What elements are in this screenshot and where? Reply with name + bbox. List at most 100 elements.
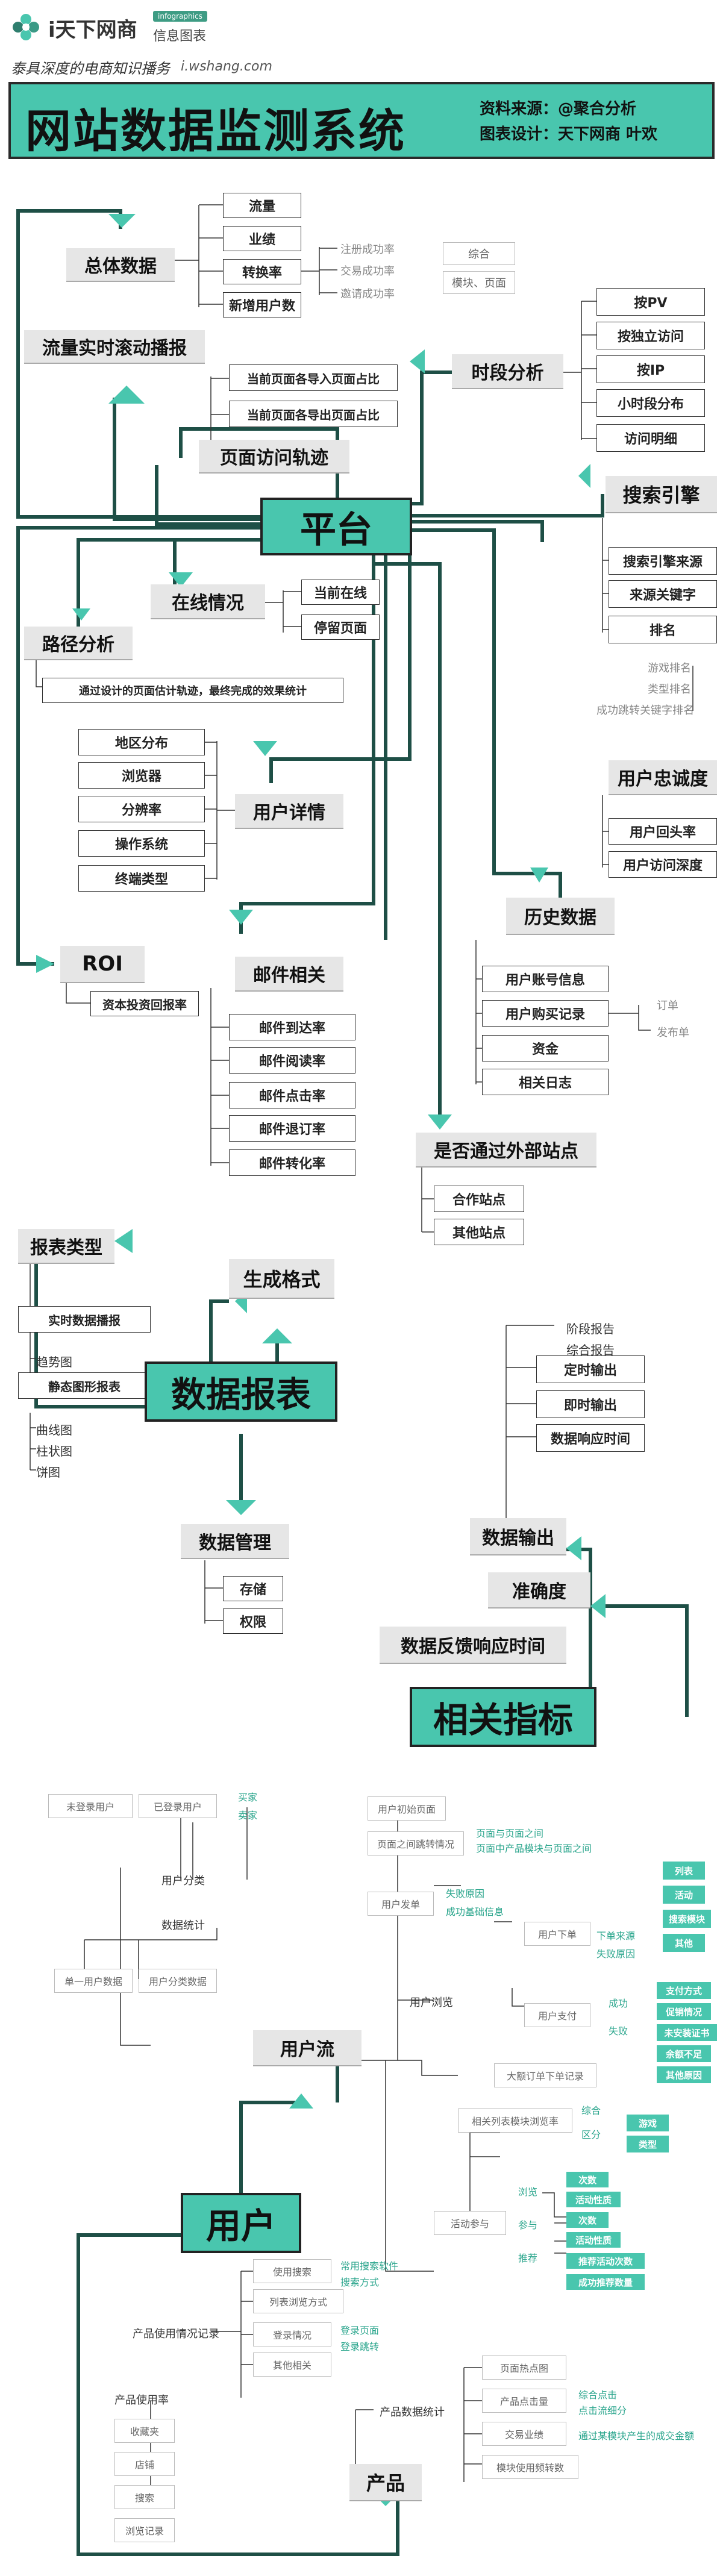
report-type-node[interactable]: 报表类型 xyxy=(18,1229,114,1264)
online-now[interactable]: 当前在线 xyxy=(301,580,380,605)
external-site-node[interactable]: 是否通过外部站点 xyxy=(416,1133,596,1168)
detail-resolution[interactable]: 分辨率 xyxy=(78,796,205,822)
jump-module-page: 页面中产品模块与页面之间 xyxy=(476,1843,592,1854)
loyalty-node[interactable]: 用户忠诚度 xyxy=(609,760,717,795)
mail-read[interactable]: 邮件阅读率 xyxy=(229,1047,355,1074)
overall-data-node[interactable]: 总体数据 xyxy=(66,248,175,282)
period-hourly[interactable]: 小时段分布 xyxy=(596,389,705,417)
period-unique[interactable]: 按独立访问 xyxy=(596,322,705,349)
search-source[interactable]: 搜索引擎来源 xyxy=(609,547,717,575)
platform-hub[interactable]: 平台 xyxy=(260,498,412,555)
unlogged-user[interactable]: 未登录用户 xyxy=(48,1794,133,1818)
period-detail[interactable]: 访问明细 xyxy=(596,424,705,452)
group-user-data[interactable]: 用户分类数据 xyxy=(139,1969,217,1993)
instant-output[interactable]: 即时输出 xyxy=(536,1390,645,1418)
single-user-data[interactable]: 单一用户数据 xyxy=(54,1969,133,1993)
conversion-item[interactable]: 转换率 xyxy=(223,259,301,284)
page-jump[interactable]: 页面之间跳转情况 xyxy=(368,1831,464,1855)
user-detail-node[interactable]: 用户详情 xyxy=(235,794,343,829)
detail-device[interactable]: 终端类型 xyxy=(78,865,205,892)
storage-item[interactable]: 存储 xyxy=(223,1576,283,1601)
format-node[interactable]: 生成格式 xyxy=(229,1259,334,1299)
mail-unsubscribe[interactable]: 邮件退订率 xyxy=(229,1115,355,1142)
online-status-node[interactable]: 在线情况 xyxy=(151,584,265,619)
list-split: 区分 xyxy=(581,2129,601,2140)
realtime-broadcast[interactable]: 实时数据播报 xyxy=(18,1306,151,1333)
data-output-node[interactable]: 数据输出 xyxy=(470,1518,566,1555)
list-module-rate[interactable]: 相关列表模块浏览率 xyxy=(458,2109,572,2133)
usage-search[interactable]: 使用搜索 xyxy=(253,2259,331,2283)
data-manage-node[interactable]: 数据管理 xyxy=(181,1524,289,1559)
list-tag-game: 游戏 xyxy=(627,2115,669,2131)
history-data-node[interactable]: 历史数据 xyxy=(506,898,615,935)
static-report[interactable]: 静态图形报表 xyxy=(18,1372,151,1399)
product-hub[interactable]: 产品 xyxy=(349,2464,422,2501)
track-export-item[interactable]: 当前页面各导出页面占比 xyxy=(229,401,398,427)
visit-depth[interactable]: 用户访问深度 xyxy=(609,851,717,878)
track-import-item[interactable]: 当前页面各导入页面占比 xyxy=(229,364,398,391)
rate-shop[interactable]: 店铺 xyxy=(114,2452,175,2476)
other-site[interactable]: 其他站点 xyxy=(434,1219,524,1245)
response-time-output[interactable]: 数据响应时间 xyxy=(536,1424,645,1452)
history-logs[interactable]: 相关日志 xyxy=(482,1069,609,1095)
seller-tag: 卖家 xyxy=(238,1810,258,1821)
product-data-stats: 产品数据统计 xyxy=(380,2406,445,2419)
detail-os[interactable]: 操作系统 xyxy=(78,830,205,857)
large-order-record[interactable]: 大额订单下单记录 xyxy=(494,2063,596,2087)
traffic-item[interactable]: 流量 xyxy=(223,193,301,218)
permission-item[interactable]: 权限 xyxy=(223,1608,283,1634)
rank-game: 游戏排名 xyxy=(648,662,691,675)
page-track-node[interactable]: 页面访问轨迹 xyxy=(199,440,349,474)
path-analysis-node[interactable]: 路径分析 xyxy=(24,627,133,660)
roi-node[interactable]: ROI xyxy=(60,946,145,983)
rate-history[interactable]: 浏览记录 xyxy=(114,2518,175,2542)
mail-click[interactable]: 邮件点击率 xyxy=(229,1082,355,1108)
history-purchase[interactable]: 用户购买记录 xyxy=(482,1000,609,1027)
user-pay[interactable]: 用户支付 xyxy=(524,2003,590,2027)
rate-favorites[interactable]: 收藏夹 xyxy=(114,2419,175,2443)
period-pv[interactable]: 按PV xyxy=(596,288,705,316)
history-account[interactable]: 用户账号信息 xyxy=(482,966,609,992)
performance-item[interactable]: 业绩 xyxy=(223,226,301,251)
pay-no-balance: 余额不足 xyxy=(657,2045,711,2062)
period-analysis-node[interactable]: 时段分析 xyxy=(452,354,563,389)
first-page[interactable]: 用户初始页面 xyxy=(368,1796,446,1821)
scheduled-output[interactable]: 定时输出 xyxy=(536,1355,645,1383)
user-flow-node[interactable]: 用户流 xyxy=(253,2030,362,2066)
feedback-time-node[interactable]: 数据反馈响应时间 xyxy=(380,1627,566,1664)
search-engine-node[interactable]: 搜索引擎 xyxy=(606,476,717,513)
scroll-broadcast-node[interactable]: 流量实时滚动播报 xyxy=(24,330,205,364)
partner-site[interactable]: 合作站点 xyxy=(434,1186,524,1212)
return-rate[interactable]: 用户回头率 xyxy=(609,818,717,845)
report-hub[interactable]: 数据报表 xyxy=(145,1361,337,1422)
history-funds[interactable]: 资金 xyxy=(482,1035,609,1061)
mail-conversion[interactable]: 邮件转化率 xyxy=(229,1149,355,1176)
usage-other[interactable]: 其他相关 xyxy=(253,2352,331,2377)
search-keyword[interactable]: 来源关键字 xyxy=(609,580,717,608)
search-rank[interactable]: 排名 xyxy=(609,616,717,643)
online-stay-page[interactable]: 停留页面 xyxy=(301,614,380,640)
usage-login[interactable]: 登录情况 xyxy=(253,2322,331,2346)
deal-performance[interactable]: 交易业绩 xyxy=(482,2422,566,2446)
usage-record: 产品使用情况记录 xyxy=(133,2328,219,2340)
product-clicks[interactable]: 产品点击量 xyxy=(482,2389,566,2413)
activity-join[interactable]: 活动参与 xyxy=(434,2211,506,2235)
roi-item[interactable]: 资本投资回报率 xyxy=(90,991,199,1016)
module-usage[interactable]: 模块使用频转数 xyxy=(482,2455,578,2479)
related-metrics-hub[interactable]: 相关指标 xyxy=(410,1687,596,1747)
heatmap-item[interactable]: 页面热点图 xyxy=(482,2356,566,2380)
user-leave[interactable]: 用户发单 xyxy=(368,1892,434,1916)
click-stream: 点击流细分 xyxy=(578,2405,627,2416)
rate-search[interactable]: 搜索 xyxy=(114,2485,175,2509)
logged-user[interactable]: 已登录用户 xyxy=(139,1794,217,1818)
accuracy-node[interactable]: 准确度 xyxy=(488,1572,590,1608)
period-ip[interactable]: 按IP xyxy=(596,355,705,383)
usage-list-mode[interactable]: 列表浏览方式 xyxy=(253,2289,343,2313)
user-order[interactable]: 用户下单 xyxy=(524,1922,590,1946)
mail-arrival[interactable]: 邮件到达率 xyxy=(229,1014,355,1040)
detail-region[interactable]: 地区分布 xyxy=(78,729,205,755)
new-users-item[interactable]: 新增用户数 xyxy=(223,292,301,317)
detail-browser[interactable]: 浏览器 xyxy=(78,762,205,789)
mail-node[interactable]: 邮件相关 xyxy=(235,957,343,992)
user-hub[interactable]: 用户 xyxy=(181,2193,301,2253)
